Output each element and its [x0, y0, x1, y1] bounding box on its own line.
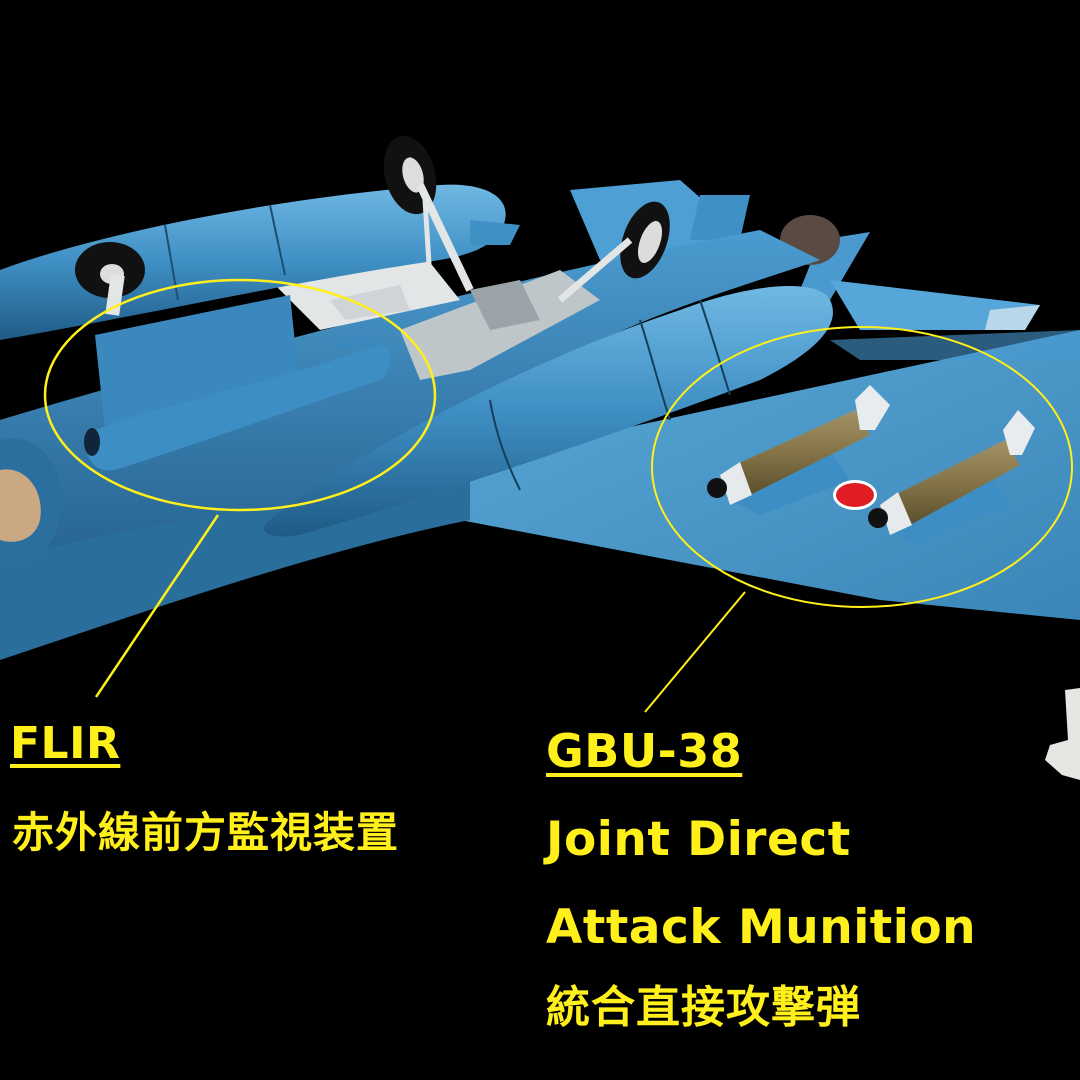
flir-label: FLIR [10, 718, 121, 769]
gbu-38-bombs [707, 385, 1035, 545]
spare-part [1045, 688, 1080, 780]
flir-pod [84, 295, 391, 471]
gbu-38-label: GBU-38 [546, 724, 743, 778]
landing-gear [75, 135, 670, 316]
flir-callout-ellipse [43, 278, 437, 512]
gbu-japanese-label: 統合直接攻撃弾 [546, 982, 861, 1033]
flir-leader-line [94, 514, 220, 698]
cockpit-area [270, 250, 600, 380]
flir-japanese-label: 赤外線前方監視装置 [12, 808, 400, 857]
front-drop-tank [264, 286, 833, 537]
gbu-description-line1: Joint Direct [546, 812, 851, 867]
gbu-callout-ellipse [651, 326, 1073, 608]
gbu-description-line2: Attack Munition [546, 900, 977, 955]
gbu-leader-line [644, 591, 746, 713]
